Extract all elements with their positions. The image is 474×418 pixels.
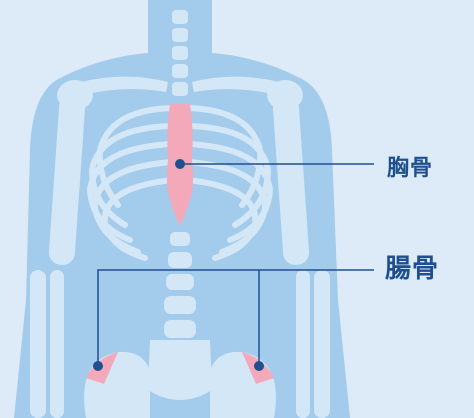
ilium-label: 腸骨 (385, 248, 439, 285)
ilium-left-marker (93, 361, 103, 371)
sternum-label: 胸骨 (387, 150, 433, 182)
sternum-marker (175, 159, 185, 169)
ilium-right-marker (254, 361, 264, 371)
